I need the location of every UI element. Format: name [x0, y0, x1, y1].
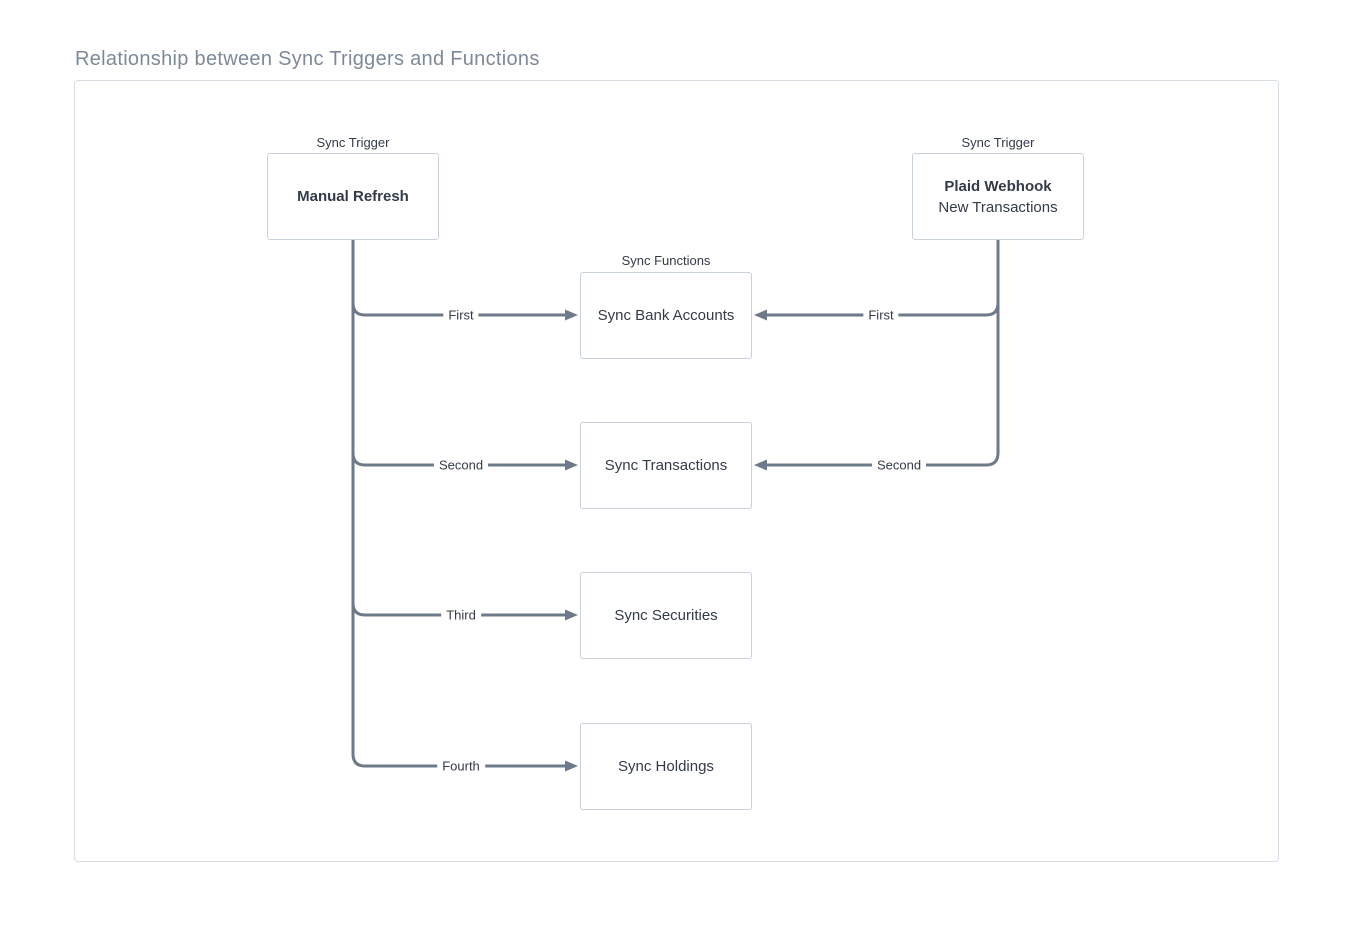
- sync-trigger-label-right: Sync Trigger: [961, 135, 1035, 150]
- page-title: Relationship between Sync Triggers and F…: [75, 48, 540, 70]
- trigger-node-title: Plaid Webhook: [944, 177, 1052, 195]
- edge-label-manual-first: First: [443, 307, 479, 323]
- arrowhead-icon: [565, 309, 578, 321]
- sync-functions-label: Sync Functions: [621, 253, 711, 268]
- function-node-label: Sync Holdings: [618, 758, 714, 775]
- function-node-sync-bank-accounts: Sync Bank Accounts: [580, 272, 752, 359]
- arrowhead-icon: [565, 760, 578, 772]
- arrowhead-icon: [565, 459, 578, 471]
- arrowhead-icon: [754, 459, 767, 471]
- arrowhead-icon: [565, 609, 578, 621]
- function-node-sync-securities: Sync Securities: [580, 572, 752, 659]
- function-node-sync-holdings: Sync Holdings: [580, 723, 752, 810]
- trigger-node-title: Manual Refresh: [297, 188, 409, 205]
- function-node-label: Sync Transactions: [604, 457, 728, 474]
- trigger-node-plaid-webhook: Plaid Webhook New Transactions: [912, 153, 1084, 240]
- arrowhead-icon: [754, 309, 767, 321]
- edge-webhook-trunk: [767, 240, 1000, 467]
- edge-label-webhook-second: Second: [871, 457, 927, 473]
- edge-label-manual-second: Second: [433, 457, 489, 473]
- edge-label-webhook-first: First: [863, 307, 899, 323]
- sync-trigger-label-left: Sync Trigger: [316, 135, 390, 150]
- function-node-label: Sync Bank Accounts: [597, 307, 735, 324]
- function-node-label: Sync Securities: [614, 607, 718, 624]
- function-node-sync-transactions: Sync Transactions: [580, 422, 752, 509]
- edge-label-manual-fourth: Fourth: [437, 758, 485, 774]
- diagram-canvas: Sync Trigger Sync Trigger Sync Functions…: [74, 80, 1279, 862]
- trigger-node-manual-refresh: Manual Refresh: [267, 153, 439, 240]
- edge-label-manual-third: Third: [441, 607, 481, 623]
- trigger-node-subtitle: New Transactions: [938, 198, 1058, 216]
